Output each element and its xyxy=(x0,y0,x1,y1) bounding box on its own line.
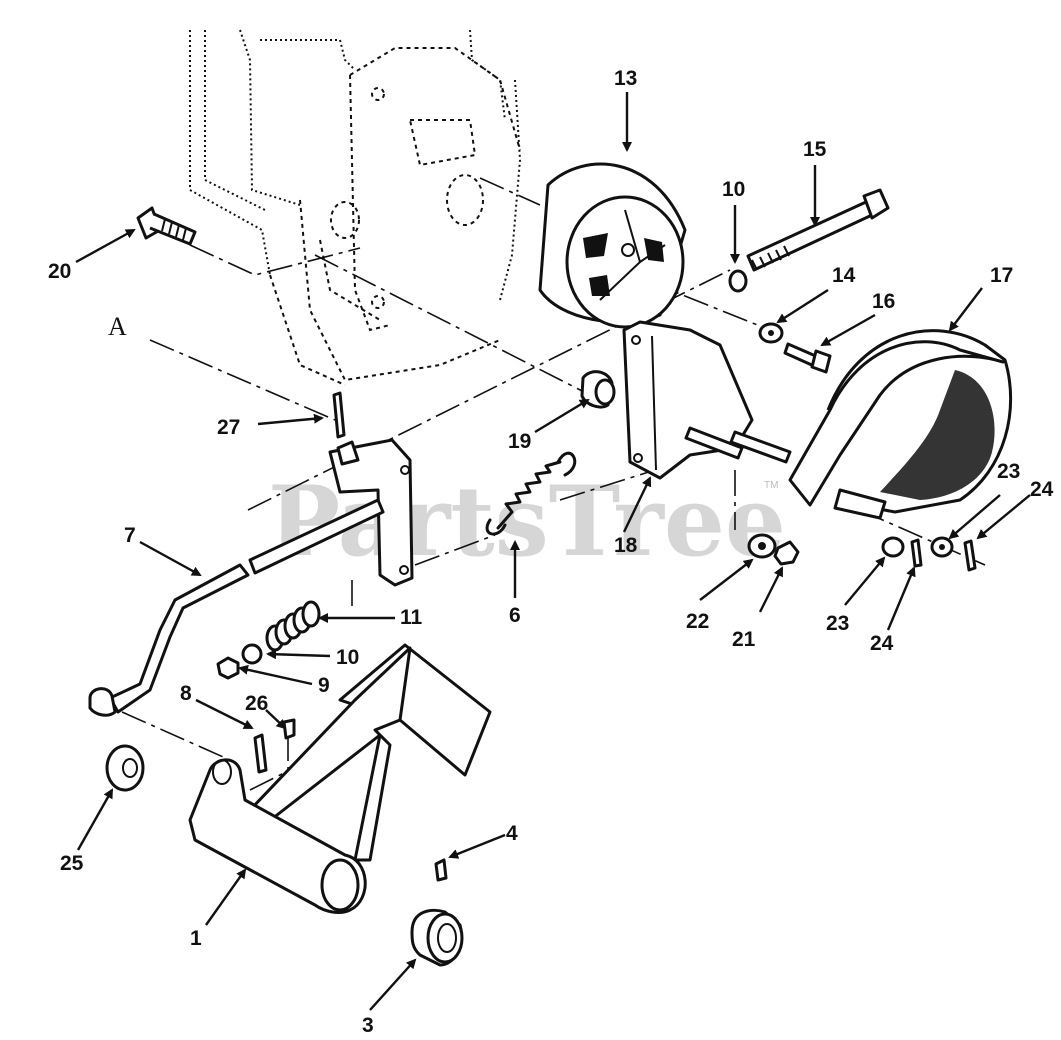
nut-21 xyxy=(773,540,800,566)
engine-frame-ghost xyxy=(189,29,522,386)
spring-6 xyxy=(485,451,577,536)
callout-13: 13 xyxy=(614,67,637,90)
callout-15: 15 xyxy=(803,138,827,161)
bolt-20 xyxy=(136,206,197,246)
callout-23-left: 23 xyxy=(826,612,849,635)
nut-9 xyxy=(216,656,240,680)
callout-24-right: 24 xyxy=(1030,478,1054,501)
spacer-19 xyxy=(580,370,616,409)
callout-23-right: 23 xyxy=(997,460,1020,483)
cotter-pin-27 xyxy=(332,391,346,439)
washer-10-lower xyxy=(241,643,263,665)
leader-arrows xyxy=(75,92,1031,1011)
callout-20: 20 xyxy=(48,260,71,283)
pin-26 xyxy=(282,718,296,740)
view-letter-a: A xyxy=(108,312,127,341)
callout-1: 1 xyxy=(190,927,202,950)
watermark-tm: TM xyxy=(764,480,778,491)
bracket-18 xyxy=(622,320,792,480)
callout-4: 4 xyxy=(506,822,518,845)
washer-25 xyxy=(105,744,145,792)
callout-27: 27 xyxy=(217,416,240,439)
pin-24-right xyxy=(963,539,977,572)
callout-10-upper: 10 xyxy=(722,178,745,201)
callout-11: 11 xyxy=(400,606,423,629)
callout-10-lower: 10 xyxy=(336,646,359,669)
rod-assembly-7 xyxy=(88,438,414,717)
washer-23-left xyxy=(881,536,905,558)
callout-14: 14 xyxy=(832,264,856,287)
cotter-pin-8 xyxy=(253,733,268,774)
bolt-16 xyxy=(783,342,832,374)
callout-19: 19 xyxy=(508,430,531,453)
callout-24-left: 24 xyxy=(870,632,894,655)
callout-17: 17 xyxy=(990,264,1013,287)
callout-9: 9 xyxy=(318,674,330,697)
callout-25: 25 xyxy=(60,852,84,875)
callout-7: 7 xyxy=(124,524,136,547)
washer-10-upper xyxy=(728,269,748,293)
grease-fitting-4 xyxy=(434,858,448,882)
callout-18: 18 xyxy=(614,534,638,557)
brake-band-17 xyxy=(788,329,1013,520)
pulley-13 xyxy=(538,162,687,329)
callout-6: 6 xyxy=(509,604,521,627)
pin-24-left xyxy=(910,538,923,568)
callout-8: 8 xyxy=(180,682,192,705)
pedal-arm-1 xyxy=(188,643,492,914)
callout-22: 22 xyxy=(686,610,709,633)
bolt-15 xyxy=(746,188,890,272)
spring-11 xyxy=(265,600,321,652)
callout-labels: 13 10 15 14 16 17 20 27 19 18 6 7 11 10 … xyxy=(48,67,1054,1037)
callout-21: 21 xyxy=(732,628,756,651)
callout-16: 16 xyxy=(872,290,895,313)
callout-3: 3 xyxy=(362,1014,374,1037)
collar-3 xyxy=(410,908,464,967)
callout-26: 26 xyxy=(245,692,268,715)
